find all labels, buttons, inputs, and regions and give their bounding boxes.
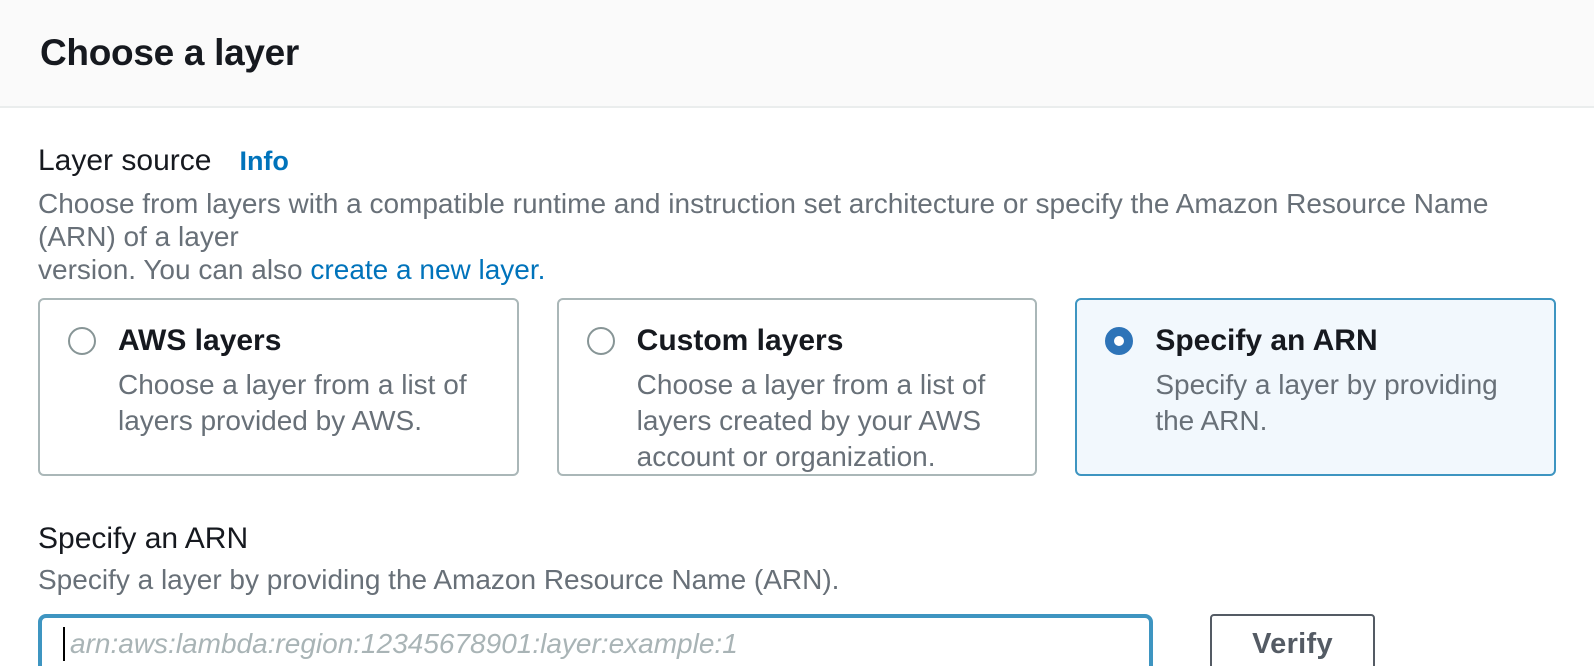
verify-button[interactable]: Verify xyxy=(1210,614,1375,666)
option-card-custom-layers[interactable]: Custom layers Choose a layer from a list… xyxy=(556,298,1038,476)
layer-source-label-row: Layer source Info xyxy=(38,144,1556,178)
info-link[interactable]: Info xyxy=(239,146,289,176)
arn-input[interactable] xyxy=(38,614,1153,666)
dialog-body: Layer source Info Choose from layers wit… xyxy=(0,108,1594,666)
dialog-header: Choose a layer xyxy=(0,0,1594,108)
arn-input-row: Verify xyxy=(38,614,1556,666)
option-description: Specify a layer by providing the ARN. xyxy=(1155,369,1498,436)
arn-section-title: Specify an ARN xyxy=(38,522,249,555)
layer-source-description-line1: Choose from layers with a compatible run… xyxy=(38,188,1489,252)
radio-icon[interactable] xyxy=(586,327,615,355)
option-card-head: Specify an ARN xyxy=(1105,324,1526,358)
option-title: Specify an ARN xyxy=(1155,324,1378,357)
page-title: Choose a layer xyxy=(40,32,300,73)
text-cursor xyxy=(63,627,65,661)
layer-source-description-line2: version. You can also xyxy=(38,254,311,285)
option-title: AWS layers xyxy=(118,324,282,357)
radio-icon-selected[interactable] xyxy=(1105,327,1134,355)
create-new-layer-link[interactable]: create a new layer. xyxy=(310,254,546,285)
arn-input-wrapper xyxy=(38,614,1153,666)
option-title: Custom layers xyxy=(636,324,844,357)
option-card-specify-arn[interactable]: Specify an ARN Specify a layer by provid… xyxy=(1075,298,1556,476)
layer-source-label: Layer source xyxy=(38,144,212,177)
option-description: Choose a layer from a list of layers pro… xyxy=(118,369,467,436)
arn-section-description: Specify a layer by providing the Amazon … xyxy=(38,564,840,595)
option-card-head: Custom layers xyxy=(586,324,1008,358)
layer-option-cards: AWS layers Choose a layer from a list of… xyxy=(38,298,1556,476)
option-card-aws-layers[interactable]: AWS layers Choose a layer from a list of… xyxy=(38,298,519,476)
layer-source-description: Choose from layers with a compatible run… xyxy=(38,187,1556,286)
option-description: Choose a layer from a list of layers cre… xyxy=(636,369,986,472)
option-card-head: AWS layers xyxy=(68,324,489,358)
radio-icon[interactable] xyxy=(68,327,96,355)
